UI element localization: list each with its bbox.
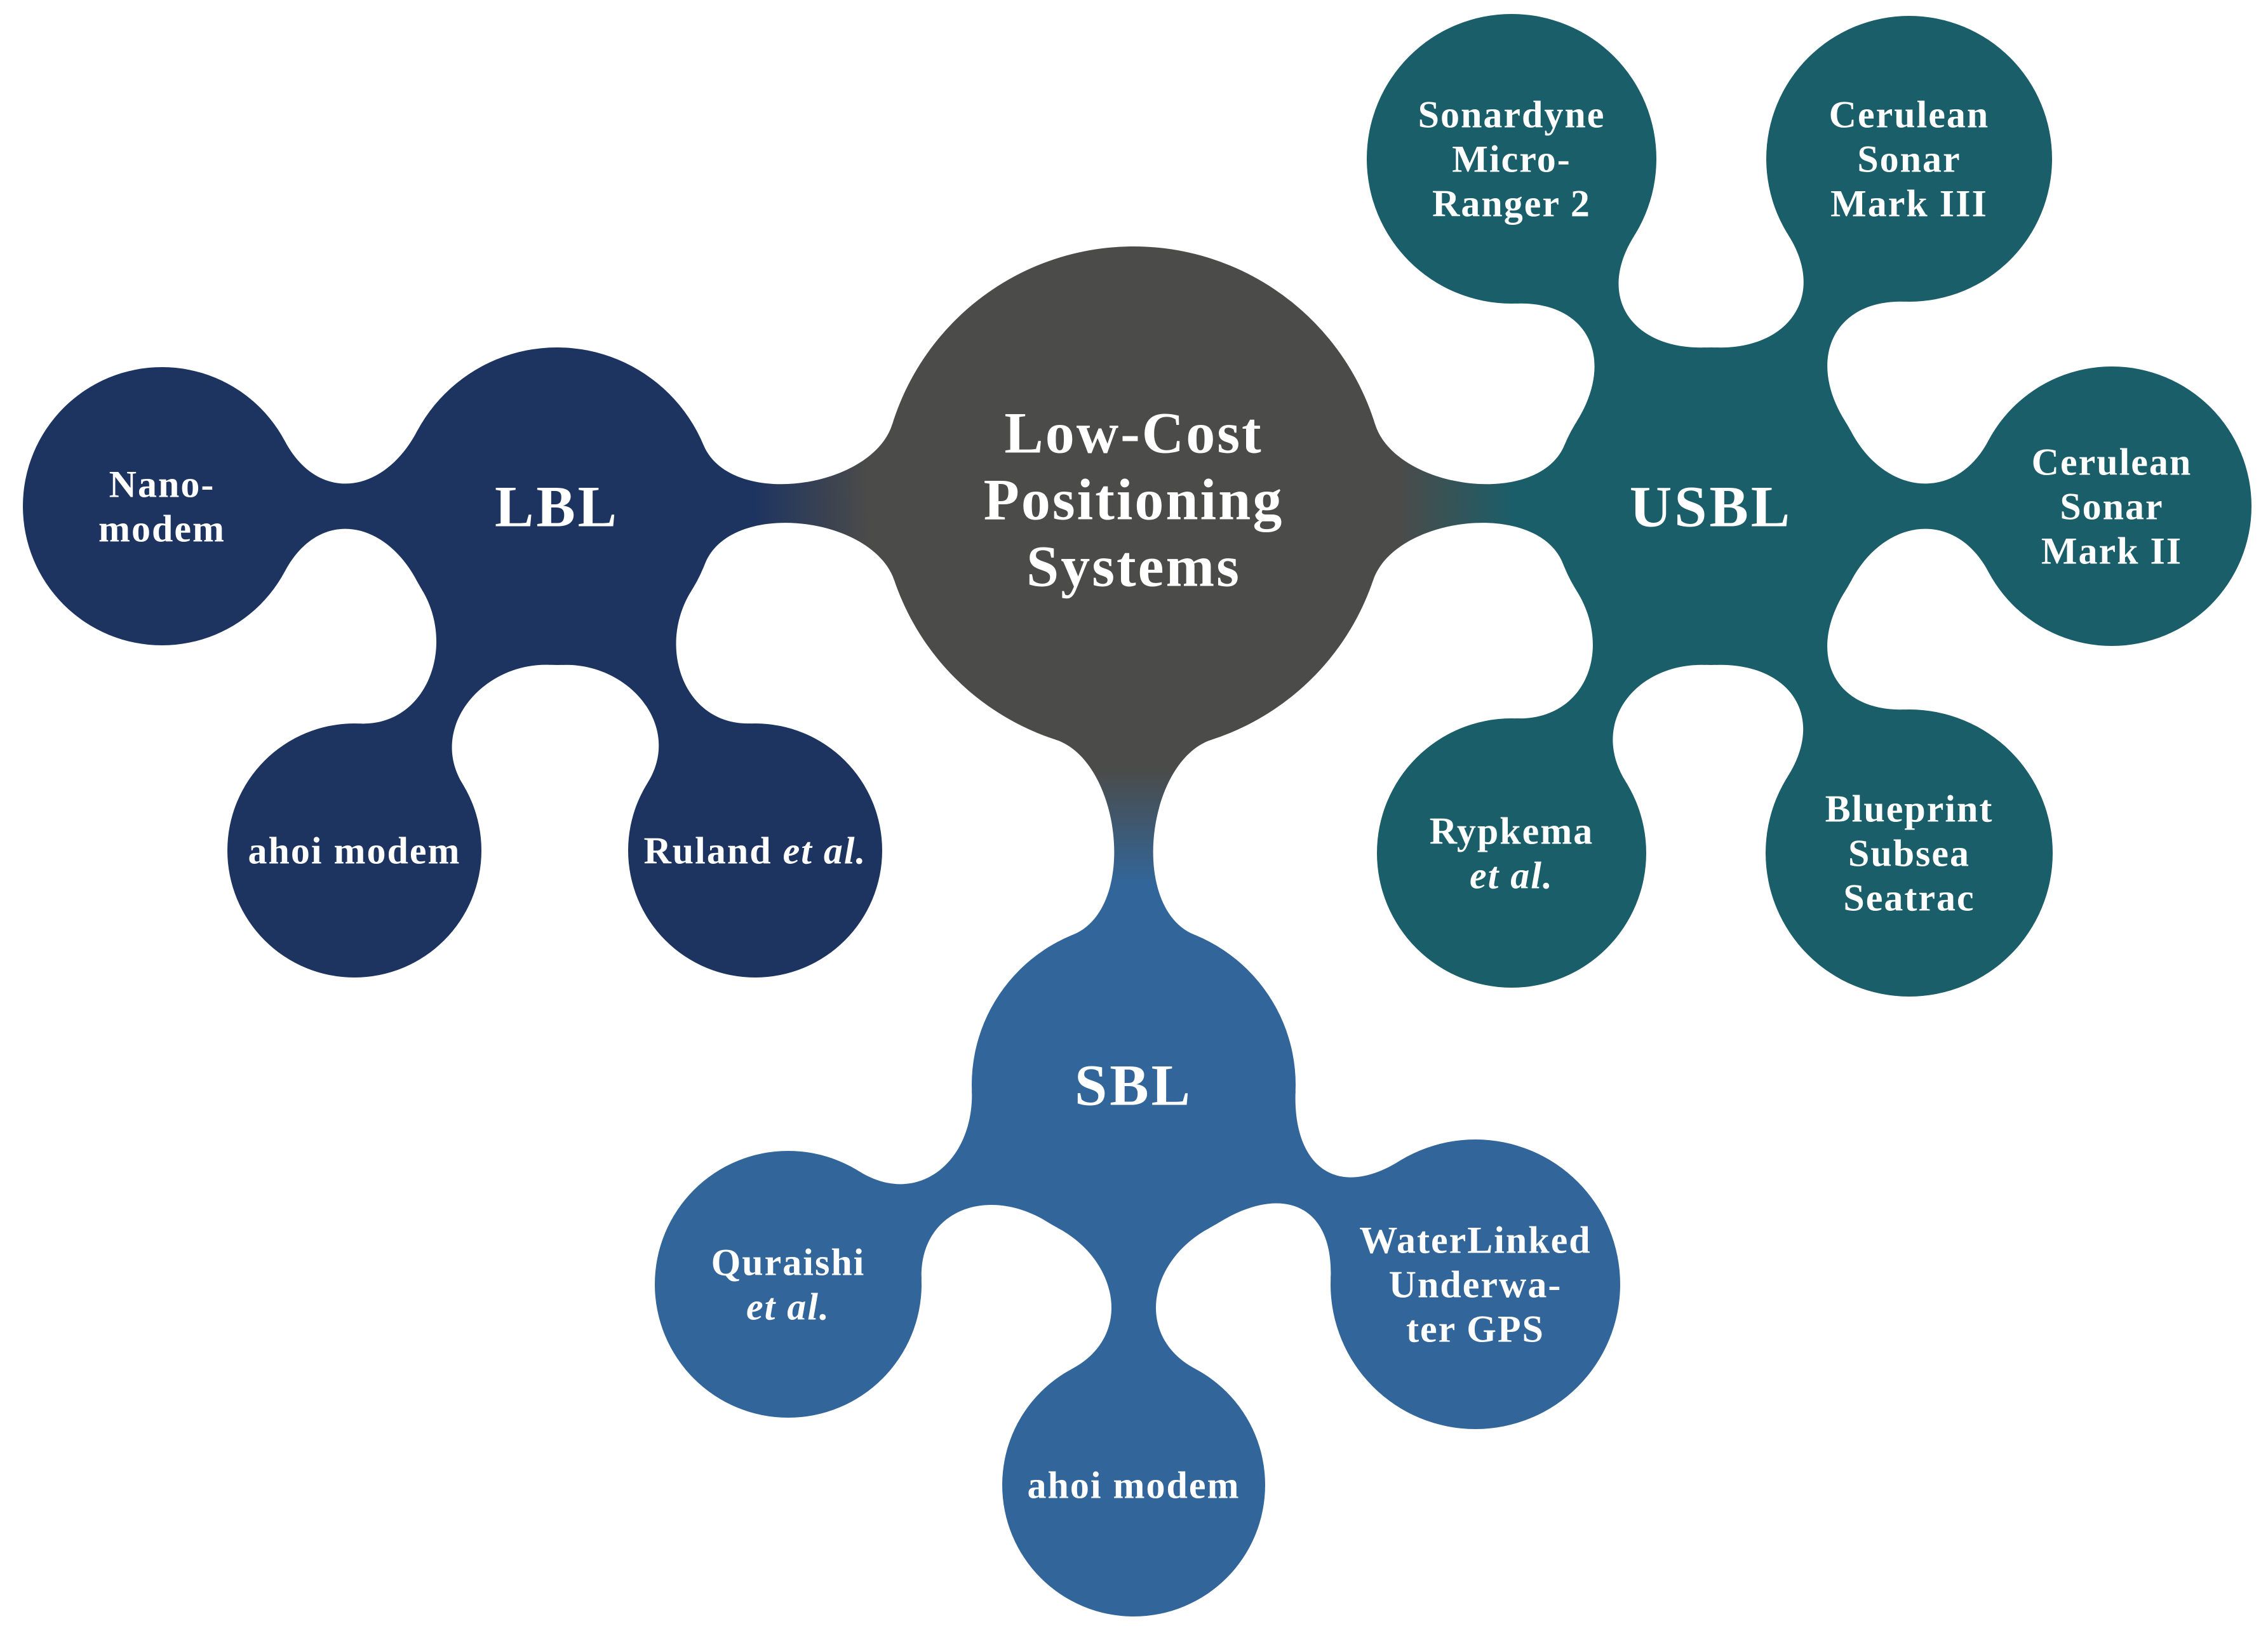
branch-label-text: LBL <box>495 474 619 539</box>
leaf-label-line: Cerulean <box>2032 441 2192 483</box>
leaf-label-text: ahoi modem <box>248 830 461 871</box>
leaf-label-line: Micro- <box>1452 138 1571 180</box>
nodes-layer <box>23 14 2251 1616</box>
center-topic-label-line: Systems <box>1026 534 1241 598</box>
leaf-label-line: Underwa- <box>1389 1263 1562 1305</box>
leaf-label-line: Nano- <box>109 463 215 505</box>
leaf-label-line: Sonar <box>1857 138 1961 180</box>
leaf-label-line: et al. <box>746 1286 830 1327</box>
leaf-label-line: Sonardyne <box>1418 93 1606 135</box>
leaf-label-italic-text: et al. <box>783 830 867 871</box>
leaf-node-circle <box>1972 366 2251 646</box>
leaf-label-text: ter GPS <box>1406 1308 1545 1350</box>
leaf-label-line: Seatrac <box>1843 877 1975 918</box>
leaf-label-line: ter GPS <box>1406 1308 1545 1350</box>
leaf-label-text: Subsea <box>1848 832 1970 874</box>
branch-node-circle <box>1552 347 1870 665</box>
leaf-label-line: Quraishi <box>711 1241 866 1283</box>
leaf-label-text: Mark II <box>2041 530 2182 572</box>
center-topic-label-text: Low-Cost <box>1004 400 1263 465</box>
leaf-label-text: Micro- <box>1452 138 1571 180</box>
leaf-label-line: Cerulean <box>1829 93 1990 135</box>
leaf-label-text: Ruland <box>643 830 772 871</box>
leaf-node-circle <box>1377 718 1646 988</box>
leaf-label-text: Sonardyne <box>1418 93 1606 135</box>
leaf-label-text: Nano- <box>109 463 215 505</box>
center-topic-label-text: Positioning <box>984 467 1284 532</box>
center-topic-label-line: Positioning <box>984 467 1284 532</box>
leaf-label-text: ahoi modem <box>1028 1464 1240 1506</box>
leaf-node-circle <box>1766 16 2052 302</box>
leaf-label-text: Underwa- <box>1389 1263 1562 1305</box>
leaf-node-circle <box>23 367 301 645</box>
leaf-label-text: Mark III <box>1830 182 1988 224</box>
center-topic-circle <box>881 246 1386 752</box>
leaf-label-line: WaterLinked <box>1359 1219 1591 1261</box>
leaf-label-text: Sonar <box>2060 485 2163 527</box>
leaf-label-line: ahoi modem <box>248 830 461 871</box>
leaf-label-line: Subsea <box>1848 832 1970 874</box>
leaf-node-circle <box>628 723 882 978</box>
center-topic-label-text: Systems <box>1026 534 1241 598</box>
leaf-label-text: modem <box>98 507 225 549</box>
leaf-node-circle <box>1766 709 2053 997</box>
leaf-node-circle <box>1002 1354 1265 1616</box>
leaf-node-circle <box>1367 14 1656 304</box>
leaf-node-circle <box>227 723 481 978</box>
leaf-label-line: Ranger 2 <box>1432 182 1591 224</box>
leaf-label-line: ahoi modem <box>1028 1464 1240 1506</box>
leaf-label-text: WaterLinked <box>1359 1219 1591 1261</box>
leaf-label-line: Mark III <box>1830 182 1988 224</box>
leaf-label-line: Blueprint <box>1825 788 1994 830</box>
leaf-label-line: modem <box>98 507 225 549</box>
branch-label-text: SBL <box>1075 1052 1193 1117</box>
leaf-label-text: Sonar <box>1857 138 1961 180</box>
leaf-label-italic-text: et al. <box>746 1286 830 1327</box>
branch-label-line: USBL <box>1630 474 1792 539</box>
leaf-label-text: Ranger 2 <box>1432 182 1591 224</box>
leaf-label-text: Rypkema <box>1430 810 1594 852</box>
branch-node-circle <box>972 923 1296 1247</box>
leaf-label-italic-text: et al. <box>1470 854 1553 896</box>
leaf-label-line: Rypkema <box>1430 810 1594 852</box>
branch-label-text: USBL <box>1630 474 1792 539</box>
leaf-node-circle <box>655 1151 922 1418</box>
leaf-label-text: Blueprint <box>1825 788 1994 830</box>
leaf-node-circle <box>1331 1139 1620 1429</box>
branch-node-circle <box>398 347 716 665</box>
branch-label-line: LBL <box>495 474 619 539</box>
leaf-label-line: Ruland et al. <box>643 830 866 871</box>
leaf-label-line: Mark II <box>2041 530 2182 572</box>
branch-label-line: SBL <box>1075 1052 1193 1117</box>
leaf-label-line: Sonar <box>2060 485 2163 527</box>
center-topic-label-line: Low-Cost <box>1004 400 1263 465</box>
leaf-label-text: Cerulean <box>1829 93 1990 135</box>
leaf-label-text: Seatrac <box>1843 877 1975 918</box>
leaf-label-line: et al. <box>1470 854 1553 896</box>
leaf-label-text: Cerulean <box>2032 441 2192 483</box>
leaf-label-text: Quraishi <box>711 1241 866 1283</box>
